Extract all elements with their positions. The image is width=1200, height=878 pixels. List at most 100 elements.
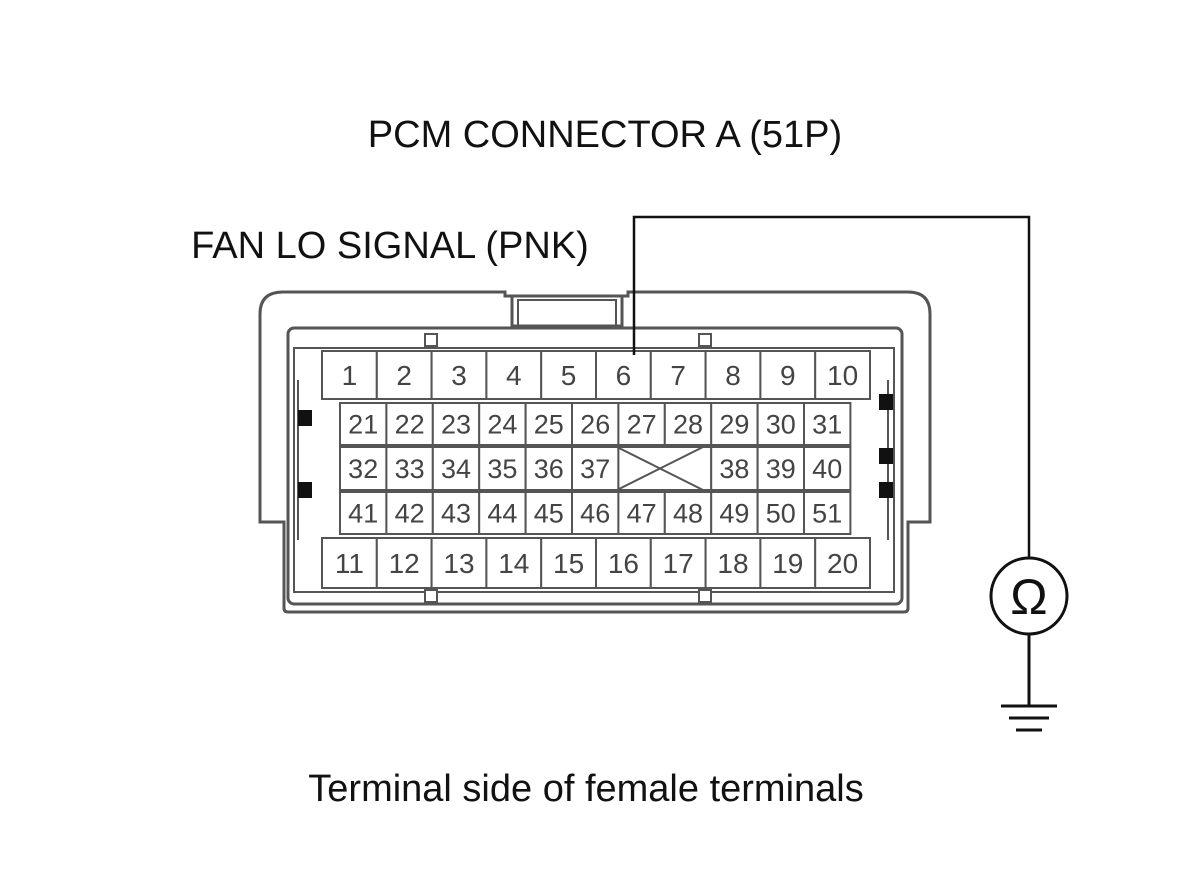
terminal-label-18: 18 <box>717 548 748 579</box>
connector-housing <box>258 290 932 614</box>
terminal-cavity-30 <box>756 402 805 446</box>
terminal-label-34: 34 <box>441 454 471 484</box>
terminal-label-5: 5 <box>561 360 577 391</box>
diagram-caption: Terminal side of female terminals <box>308 768 863 810</box>
ground-icon <box>1001 634 1057 732</box>
terminal-cavity-50 <box>756 491 805 535</box>
terminal-cavity-47 <box>617 491 666 535</box>
terminal-cavity-45 <box>524 491 573 535</box>
terminal-label-24: 24 <box>487 410 517 440</box>
terminal-cavity-51 <box>803 491 852 535</box>
terminal-label-11: 11 <box>335 548 364 579</box>
terminal-label-27: 27 <box>627 410 657 440</box>
terminal-label-42: 42 <box>395 499 425 529</box>
terminal-cavity-25 <box>524 402 573 446</box>
terminal-label-7: 7 <box>670 360 686 391</box>
terminal-cavity-13 <box>430 537 488 589</box>
locking-tabs <box>298 394 893 498</box>
terminal-cavity-8 <box>704 350 762 400</box>
ohm-symbol: Ω <box>1010 569 1047 625</box>
terminal-cavity-29 <box>710 402 759 446</box>
terminal-cavity-19 <box>759 537 817 589</box>
terminal-label-3: 3 <box>451 360 467 391</box>
terminal-cavity-31 <box>803 402 852 446</box>
diagram-title: PCM CONNECTOR A (51P) <box>368 114 842 156</box>
blank-cavity-mark <box>616 446 704 491</box>
terminal-label-50: 50 <box>766 499 796 529</box>
terminal-label-9: 9 <box>780 360 796 391</box>
terminal-label-45: 45 <box>534 499 564 529</box>
terminal-label-26: 26 <box>580 410 610 440</box>
terminal-label-32: 32 <box>348 454 378 484</box>
terminal-cavity-35 <box>478 446 527 491</box>
terminal-label-14: 14 <box>498 548 529 579</box>
terminal-label-20: 20 <box>827 548 858 579</box>
terminal-label-10: 10 <box>827 360 858 391</box>
terminal-cavity-44 <box>478 491 527 535</box>
terminal-cavity-20 <box>814 537 872 589</box>
terminal-cavity-14 <box>485 537 543 589</box>
terminal-label-35: 35 <box>487 454 517 484</box>
terminal-cavity-blank <box>617 446 713 491</box>
terminal-cavity-39 <box>756 446 805 491</box>
wire-label: FAN LO SIGNAL (PNK) <box>191 225 589 267</box>
terminal-label-29: 29 <box>719 410 749 440</box>
terminal-cavity-27 <box>617 402 666 446</box>
terminal-label-17: 17 <box>663 548 694 579</box>
terminal-label-39: 39 <box>766 454 796 484</box>
terminal-label-15: 15 <box>553 548 584 579</box>
terminal-label-49: 49 <box>719 499 749 529</box>
terminal-label-46: 46 <box>580 499 610 529</box>
terminal-label-21: 21 <box>348 410 378 440</box>
terminal-label-47: 47 <box>627 499 657 529</box>
terminal-cavity-18 <box>704 537 762 589</box>
terminal-label-44: 44 <box>487 499 517 529</box>
terminal-label-25: 25 <box>534 410 564 440</box>
terminal-label-31: 31 <box>812 410 842 440</box>
terminal-label-48: 48 <box>673 499 703 529</box>
terminal-cavity-37 <box>571 446 620 491</box>
terminal-label-30: 30 <box>766 410 796 440</box>
terminal-label-2: 2 <box>396 360 412 391</box>
terminal-label-22: 22 <box>395 410 425 440</box>
terminal-label-36: 36 <box>534 454 564 484</box>
terminal-cavity-26 <box>571 402 620 446</box>
terminal-label-51: 51 <box>812 499 842 529</box>
terminal-label-37: 37 <box>580 454 610 484</box>
terminal-label-33: 33 <box>395 454 425 484</box>
terminal-cavity-6 <box>595 350 652 400</box>
terminal-cavity-42 <box>385 491 434 535</box>
terminal-label-28: 28 <box>673 410 703 440</box>
terminal-cavity-11 <box>321 537 378 589</box>
terminal-label-41: 41 <box>348 499 378 529</box>
terminal-label-12: 12 <box>389 548 420 579</box>
terminal-cavity-21 <box>339 402 388 446</box>
terminal-label-1: 1 <box>342 360 358 391</box>
terminal-cavity-9 <box>759 350 817 400</box>
terminal-label-19: 19 <box>772 548 803 579</box>
terminal-cavity-10 <box>814 350 872 400</box>
terminal-cavity-40 <box>803 446 852 491</box>
probe-wire <box>632 215 1031 558</box>
terminal-label-40: 40 <box>812 454 842 484</box>
terminal-cavity-24 <box>478 402 527 446</box>
terminal-cavity-4 <box>485 350 543 400</box>
terminal-label-43: 43 <box>441 499 471 529</box>
terminal-cavity-22 <box>385 402 434 446</box>
terminal-cavity-38 <box>710 446 759 491</box>
terminal-label-16: 16 <box>608 548 639 579</box>
ohmmeter-icon: Ω <box>989 556 1069 636</box>
terminal-label-23: 23 <box>441 410 471 440</box>
terminal-cavity-28 <box>663 402 713 446</box>
terminal-label-8: 8 <box>725 360 741 391</box>
terminal-label-4: 4 <box>506 360 522 391</box>
terminal-cavity-34 <box>431 446 481 491</box>
terminal-cavity-1 <box>321 350 378 400</box>
terminal-label-38: 38 <box>719 454 749 484</box>
terminal-cavity-33 <box>385 446 434 491</box>
terminal-label-13: 13 <box>443 548 474 579</box>
terminal-cavity-16 <box>595 537 652 589</box>
terminal-label-6: 6 <box>616 360 632 391</box>
